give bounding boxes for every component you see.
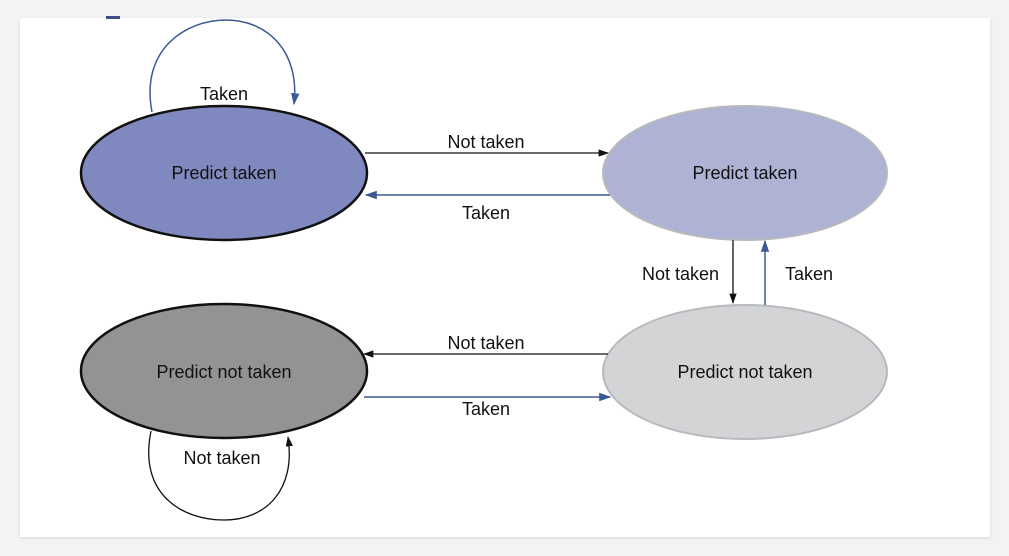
state-strong-taken-shape xyxy=(79,104,369,242)
label-s2-to-s4: Not taken xyxy=(642,264,719,284)
self-loop-taken-label: Taken xyxy=(200,84,248,104)
self-loop-not-taken-arrow xyxy=(148,430,293,521)
label-s3-to-s4: Taken xyxy=(462,399,510,419)
label-s2-to-s1: Taken xyxy=(462,203,510,223)
diagram-card xyxy=(20,18,990,537)
state-weak-not-taken: Predict not taken xyxy=(602,304,888,440)
state-strong-not-taken-shape xyxy=(79,302,369,440)
state-strong-not-taken: Predict not taken xyxy=(79,302,369,440)
state-weak-taken-shape xyxy=(602,105,888,241)
decorative-mark xyxy=(106,16,120,19)
state-strong-taken: Predict taken xyxy=(79,104,369,242)
label-s4-to-s2: Taken xyxy=(785,264,833,284)
self-loop-taken-arrow xyxy=(149,19,300,113)
state-weak-not-taken-shape xyxy=(602,304,888,440)
state-weak-not-taken-label: Predict not taken xyxy=(677,362,812,382)
state-weak-taken: Predict taken xyxy=(602,105,888,241)
label-s1-to-s2: Not taken xyxy=(447,132,524,152)
state-weak-taken-label: Predict taken xyxy=(692,163,797,183)
self-loop-not-taken-label: Not taken xyxy=(183,448,260,468)
state-strong-not-taken-label: Predict not taken xyxy=(156,362,291,382)
label-s4-to-s3: Not taken xyxy=(447,333,524,353)
state-strong-taken-label: Predict taken xyxy=(171,163,276,183)
